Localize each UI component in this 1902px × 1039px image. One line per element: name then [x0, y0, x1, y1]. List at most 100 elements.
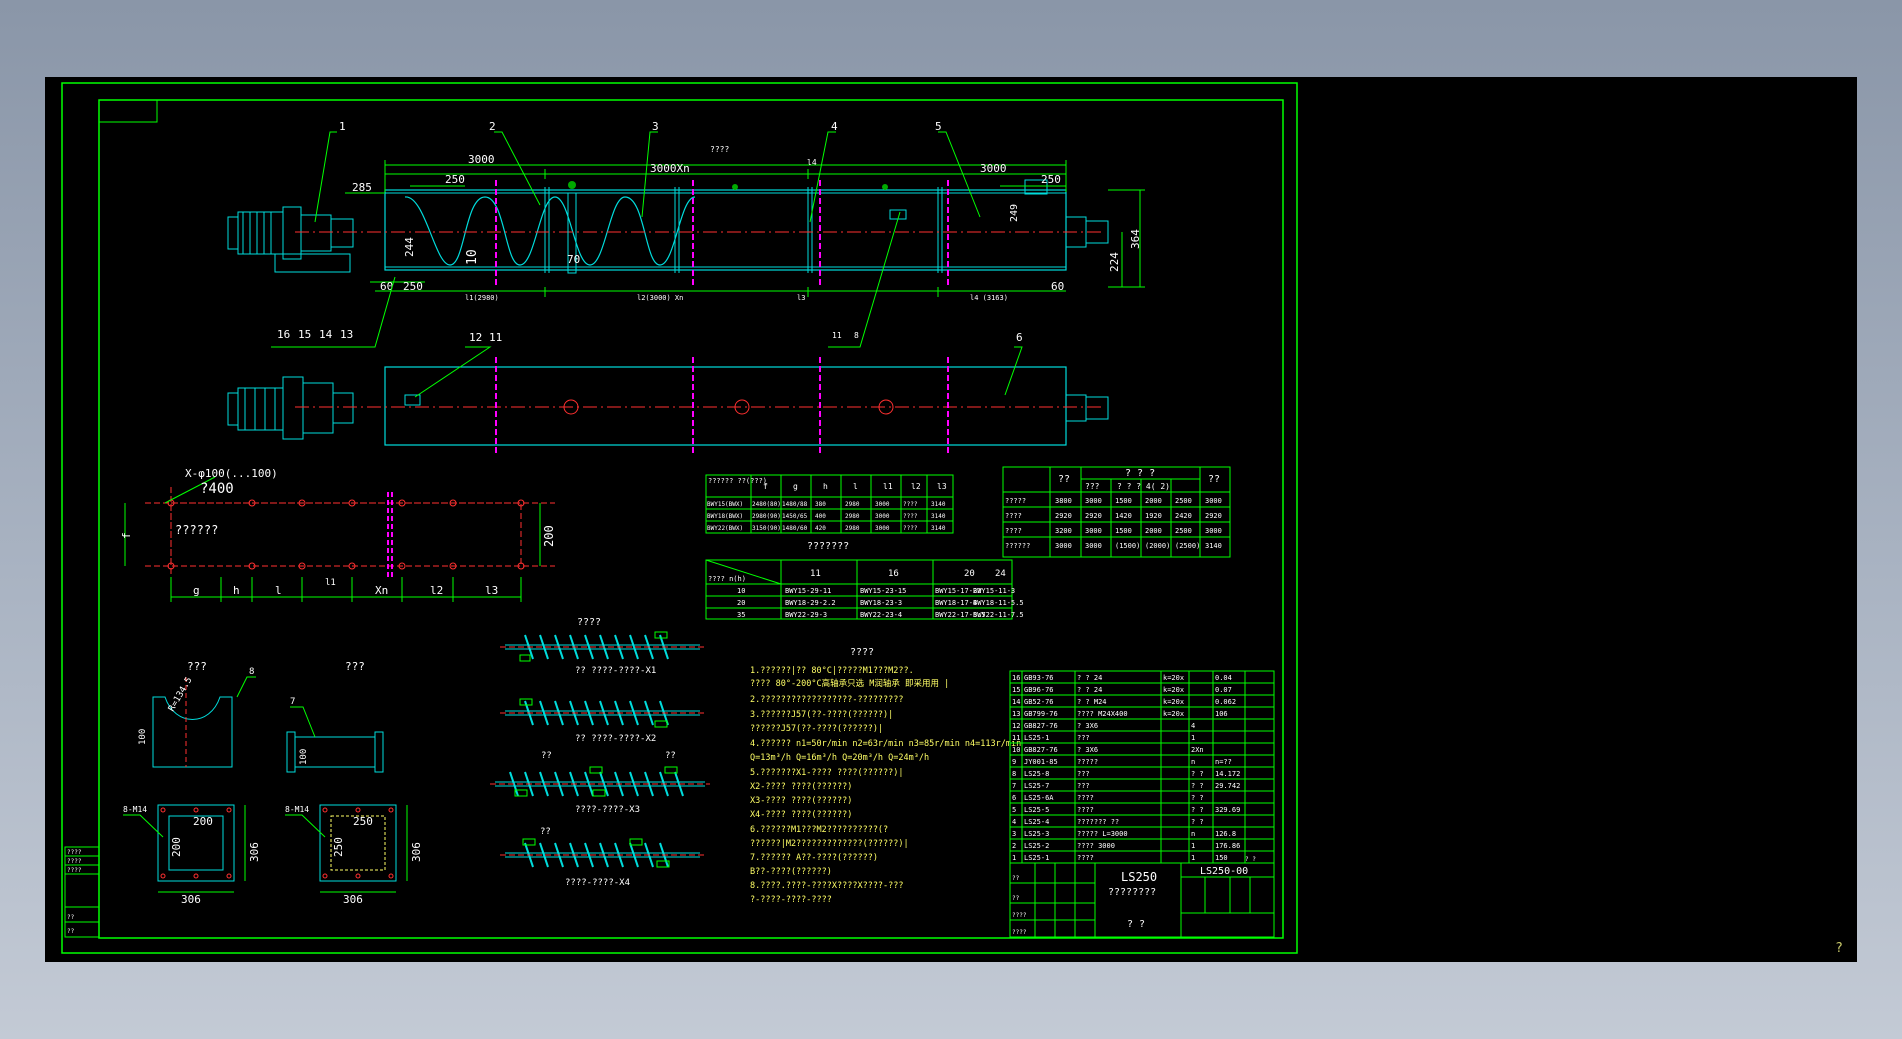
bom-cell: LS25-3: [1024, 830, 1049, 838]
dim-table-cell: 2980: [845, 513, 860, 520]
urt-cell: ?????: [1005, 497, 1026, 505]
screw-label-x2: ?? ????-????-X2: [575, 734, 656, 744]
tl-table-col: 20: [964, 569, 975, 579]
dim-table-header-5: l1: [883, 482, 893, 491]
bom-cell: 126.8: [1215, 830, 1236, 838]
urt-h2: ? ? ?: [1125, 468, 1155, 479]
bom-cell: ? ? 24: [1077, 674, 1102, 682]
bom-cell: GB96-76: [1024, 686, 1054, 694]
bom-cell: LS25-7: [1024, 782, 1049, 790]
urt-cell: 1500: [1115, 497, 1132, 505]
urt-sub: ? ? ? 4( 2): [1117, 482, 1170, 491]
detail-dim-306av: 306: [248, 842, 261, 862]
note-line: X4-???? ????(??????): [750, 810, 852, 820]
foundation-dim-l: l: [275, 584, 282, 597]
bom-cell: 176.86: [1215, 842, 1240, 850]
dim-249: 249: [1009, 204, 1020, 222]
bom-cell: GB799-76: [1024, 710, 1058, 718]
dim-table-cell: 2980: [845, 501, 860, 508]
tl-table-cell: BWY15-17-22: [935, 587, 981, 595]
screw-mark: ??: [541, 751, 552, 761]
dim-table-header-4: l: [853, 482, 858, 491]
foundation-dim-h: h: [233, 584, 240, 597]
dim-l4: l4: [807, 158, 817, 167]
foundation-inside: ??????: [175, 523, 218, 537]
bom-cell: ???: [1077, 770, 1090, 778]
part-label-11b: 11: [832, 331, 842, 340]
bom-cell: 329.69: [1215, 806, 1240, 814]
urt-cell: 3000: [1085, 527, 1102, 535]
bom-cell: 10: [1012, 746, 1020, 754]
bearing-holes: [563, 399, 894, 415]
dim-overall: ????: [710, 145, 729, 154]
bom-cell: 14: [1012, 698, 1020, 706]
bom-cell: 0.062: [1215, 698, 1236, 706]
leader-lines: [271, 131, 981, 348]
technical-notes: ???? 1.??????|?? 80°C|?????M1???M2??. ??…: [750, 647, 1021, 905]
detail-bolt-a: 8-M14: [123, 805, 147, 814]
left-strip-text: ??: [67, 914, 75, 921]
urt-cell: ??????: [1005, 542, 1030, 550]
urt-cell: 2920: [1085, 512, 1102, 520]
foundation-pitch: ?400: [200, 481, 234, 497]
dim-table-rows: BWY15(BWX) 2480(80) 1480/88 380 2980 300…: [707, 501, 946, 532]
screw-mark: ??: [540, 827, 551, 837]
urt-h3: ??: [1208, 474, 1220, 485]
dim-3000xn: 3000Xn: [650, 162, 690, 175]
dim-l4-bottom: l4 (3163): [970, 294, 1008, 302]
part-label-16: 16: [277, 328, 290, 341]
bom-cell: n: [1191, 758, 1195, 766]
bom-cell: ????? L=3000: [1077, 830, 1128, 838]
screw-flight-icon: [404, 196, 696, 266]
bom-cell: 3: [1012, 830, 1016, 838]
dim-table-cell: ????: [903, 513, 918, 520]
note-line: 8.????.????-????X????X????-???: [750, 881, 904, 891]
tl-table-cell: BWY15-29-11: [785, 587, 831, 595]
dim-table-cell: 3140: [931, 525, 946, 532]
dim-10: 10: [465, 249, 480, 265]
cad-viewport[interactable]: ???? ???? ???? ?? ??: [45, 77, 1857, 962]
plan-view: 12 11 6: [227, 331, 1109, 453]
dim-table-header-3: h: [823, 482, 828, 491]
detail-dim-250: 250: [353, 815, 373, 828]
dim-table-cell: 400: [815, 513, 826, 520]
bom-cell: ? ?: [1191, 794, 1204, 802]
detail-dim-200a: 200: [193, 815, 213, 828]
urt-cell: 2420: [1175, 512, 1192, 520]
bom-cell: n=??: [1215, 758, 1232, 766]
dim-table-cell: 380: [815, 501, 826, 508]
bom-cell: 106: [1215, 710, 1228, 718]
company: ? ?: [1127, 919, 1145, 930]
dim-60-right: 60: [1051, 280, 1064, 293]
corner-mark: ?: [1835, 941, 1843, 956]
bom-cell: LS25-1: [1024, 854, 1049, 862]
dim-250-top-right: 250: [1041, 173, 1061, 186]
bom-cell: LS25-2: [1024, 842, 1049, 850]
urt-cell: 2000: [1145, 527, 1162, 535]
bom-cell: LS25-6A: [1024, 794, 1054, 802]
dim-285: 285: [352, 181, 372, 194]
dim-250-bottom: 250: [403, 280, 423, 293]
foundation-height-dim: 200: [542, 525, 556, 547]
left-strip-text: ????: [67, 867, 82, 874]
urt-cell: 3800: [1055, 497, 1072, 505]
foundation-dim-l1: l1: [325, 578, 336, 588]
bom-cell: 0.07: [1215, 686, 1232, 694]
bom-cell: k=20x: [1163, 686, 1184, 694]
note-line: 3.??????J57(??-????(??????)|: [750, 710, 893, 720]
foundation-dim-l3: l3: [485, 584, 498, 597]
bom-cell: k=20x: [1163, 698, 1184, 706]
dim-table-cell: ????: [903, 525, 918, 532]
title-small: ????: [1012, 912, 1027, 919]
trough-flanges: [544, 187, 1109, 273]
urt-cell: 2920: [1055, 512, 1072, 520]
dim-table-header-0: ?????? ??(???): [708, 477, 767, 485]
screw-mark: ??: [665, 751, 676, 761]
urt-cell: (1500): [1115, 542, 1140, 550]
bom-cell: 1: [1191, 854, 1195, 862]
bom-cell: ???: [1077, 734, 1090, 742]
motor-plan-icon: [227, 376, 354, 440]
tl-table-cell: 35: [737, 611, 745, 619]
dim-table-cell: 3150(90): [752, 525, 781, 532]
left-margin-strip: ???? ???? ???? ?? ??: [64, 846, 100, 938]
